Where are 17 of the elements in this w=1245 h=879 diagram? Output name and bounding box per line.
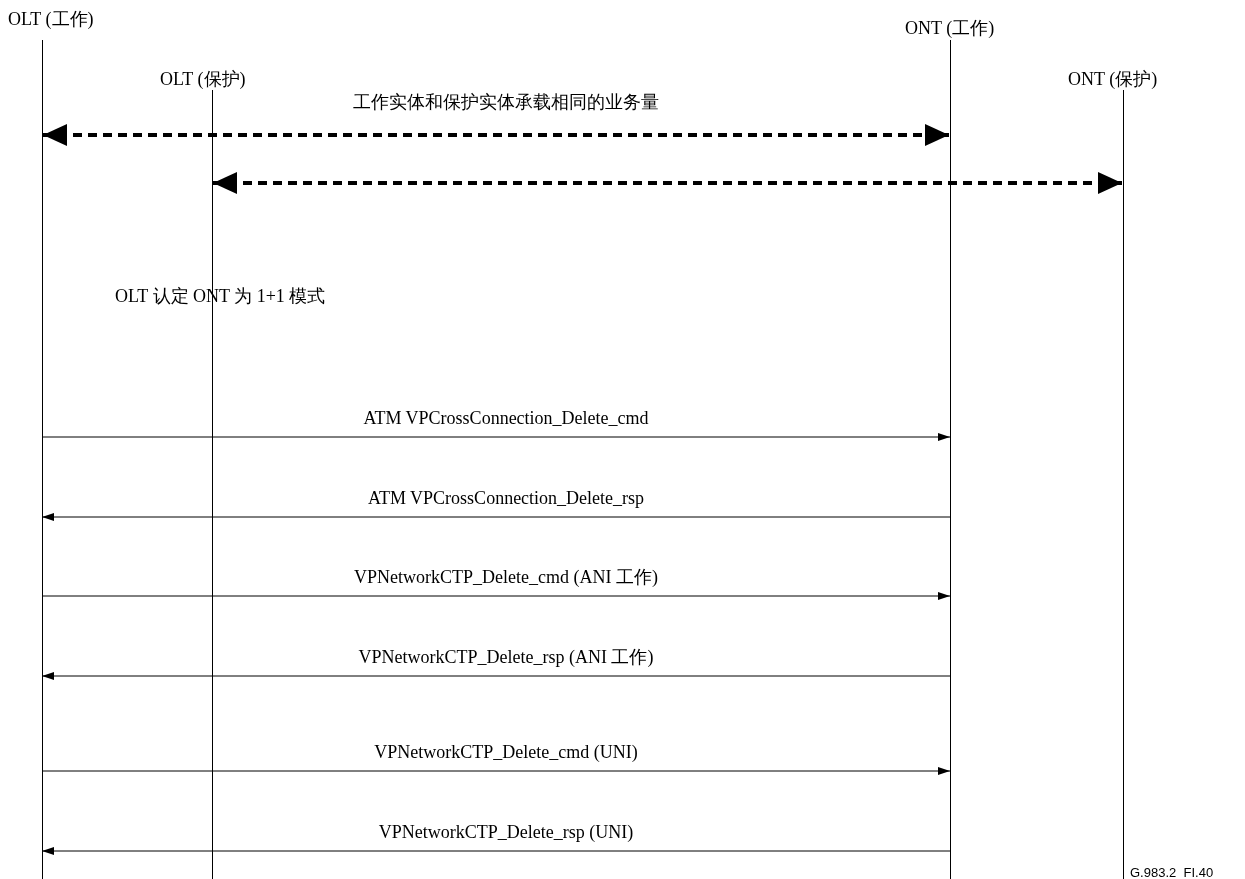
message-arrow — [41, 672, 951, 680]
lifeline-header: OLT (保护) — [160, 68, 246, 90]
lifeline-header: OLT (工作) — [8, 8, 94, 30]
message-arrow — [41, 592, 951, 600]
lifeline-header: ONT (保护) — [1068, 68, 1158, 90]
edge-label: VPNetworkCTP_Delete_cmd (ANI 工作) — [351, 566, 661, 588]
edge-label: 工作实体和保护实体承载相同的业务量 — [350, 91, 662, 113]
lifeline-header: ONT (工作) — [905, 17, 995, 39]
dashed-arrow — [43, 124, 949, 146]
figure-id: G.983.2_FI.40 — [1130, 864, 1214, 879]
message-arrow — [41, 847, 951, 855]
message-arrow — [41, 767, 951, 775]
lifeline — [905, 17, 994, 879]
message-arrow — [41, 433, 951, 441]
dashed-arrow — [213, 172, 1122, 194]
message-arrow — [41, 513, 951, 521]
lifeline — [8, 8, 94, 879]
